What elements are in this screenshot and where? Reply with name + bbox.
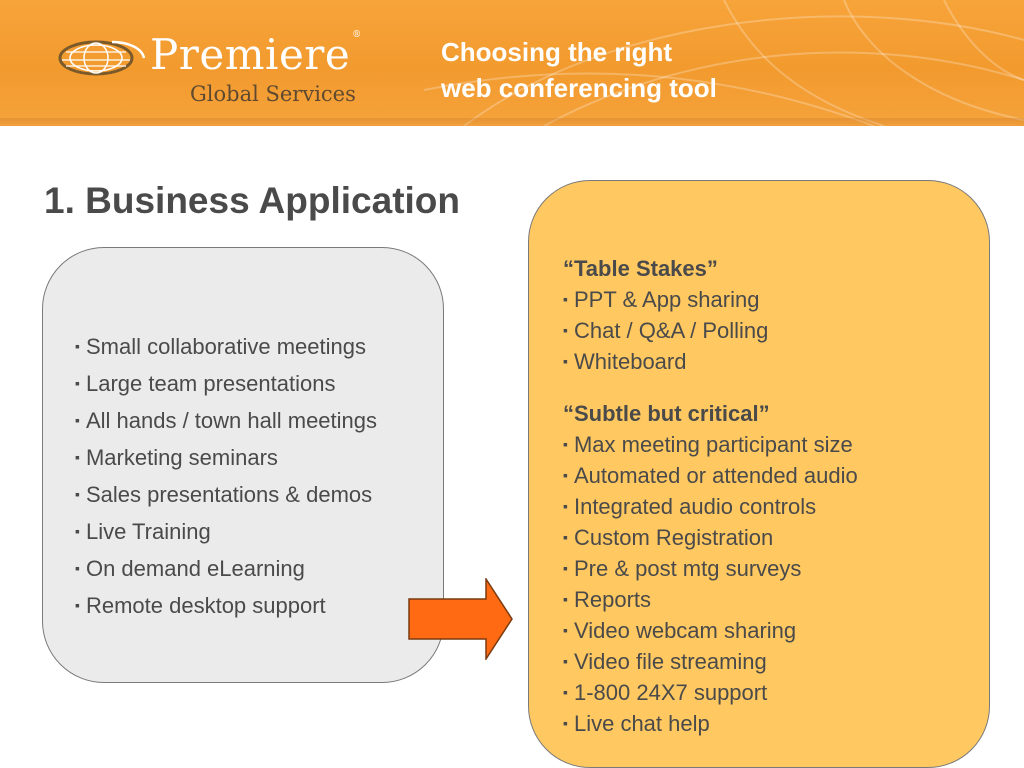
list-item: ▪Video webcam sharing bbox=[563, 618, 797, 643]
bullet-icon: ▪ bbox=[563, 467, 568, 483]
logo-wordmark: Premiere® bbox=[150, 30, 362, 79]
section-spacer bbox=[563, 377, 858, 398]
header-title-line-1: Choosing the right bbox=[441, 37, 673, 67]
list-item: ▪PPT & App sharing bbox=[563, 287, 760, 312]
list-item: ▪1-800 24X7 support bbox=[563, 680, 768, 705]
header-banner: Premiere® Global Services Choosing the r… bbox=[0, 0, 1024, 126]
bullet-icon: ▪ bbox=[563, 560, 568, 576]
bullet-icon: ▪ bbox=[75, 412, 80, 428]
bullet-icon: ▪ bbox=[563, 591, 568, 607]
list-item: ▪Large team presentations bbox=[75, 371, 336, 396]
table-stakes-list: ▪PPT & App sharing ▪Chat / Q&A / Polling… bbox=[563, 284, 858, 377]
bullet-icon: ▪ bbox=[563, 529, 568, 545]
list-item: ▪Whiteboard bbox=[563, 349, 687, 374]
list-item: ▪Max meeting participant size bbox=[563, 432, 853, 457]
list-item: ▪Pre & post mtg surveys bbox=[563, 556, 802, 581]
list-item: ▪Chat / Q&A / Polling bbox=[563, 318, 769, 343]
list-item: ▪Integrated audio controls bbox=[563, 494, 817, 519]
bullet-icon: ▪ bbox=[563, 436, 568, 452]
list-item: ▪Video file streaming bbox=[563, 649, 767, 674]
list-item: ▪Sales presentations & demos bbox=[75, 482, 373, 507]
list-item: ▪Live chat help bbox=[563, 711, 710, 736]
subtle-critical-list: ▪Max meeting participant size ▪Automated… bbox=[563, 429, 858, 739]
right-arrow-icon bbox=[408, 578, 513, 660]
header-shadow bbox=[0, 118, 1024, 126]
logo-tagline: Global Services bbox=[190, 82, 356, 106]
bullet-icon: ▪ bbox=[563, 715, 568, 731]
list-item: ▪Live Training bbox=[75, 519, 211, 544]
globe-lines-decoration bbox=[424, 0, 1024, 126]
bullet-icon: ▪ bbox=[75, 597, 80, 613]
feature-content: “Table Stakes” ▪PPT & App sharing ▪Chat … bbox=[563, 253, 858, 739]
bullet-icon: ▪ bbox=[563, 322, 568, 338]
bullet-icon: ▪ bbox=[75, 375, 80, 391]
list-item: ▪Small collaborative meetings bbox=[75, 334, 366, 359]
bullet-icon: ▪ bbox=[75, 523, 80, 539]
list-item: ▪Custom Registration bbox=[563, 525, 774, 550]
list-item: ▪Remote desktop support bbox=[75, 593, 326, 618]
bullet-icon: ▪ bbox=[75, 486, 80, 502]
bullet-icon: ▪ bbox=[563, 498, 568, 514]
table-stakes-heading: “Table Stakes” bbox=[563, 256, 718, 281]
bullet-icon: ▪ bbox=[563, 353, 568, 369]
use-case-list: ▪Small collaborative meetings ▪Large tea… bbox=[75, 328, 377, 624]
slide-title: 1. Business Application bbox=[44, 180, 460, 221]
bullet-icon: ▪ bbox=[75, 449, 80, 465]
bullet-icon: ▪ bbox=[563, 622, 568, 638]
list-item: ▪All hands / town hall meetings bbox=[75, 408, 378, 433]
bullet-icon: ▪ bbox=[563, 684, 568, 700]
list-item: ▪On demand eLearning bbox=[75, 556, 305, 581]
use-case-panel: ▪Small collaborative meetings ▪Large tea… bbox=[42, 247, 444, 683]
premiere-logo: Premiere® Global Services bbox=[56, 30, 376, 108]
list-item: ▪Marketing seminars bbox=[75, 445, 278, 470]
feature-panel: “Table Stakes” ▪PPT & App sharing ▪Chat … bbox=[528, 180, 990, 768]
globe-swoosh-icon bbox=[58, 40, 146, 76]
header-title: Choosing the right web conferencing tool bbox=[441, 34, 717, 106]
bullet-icon: ▪ bbox=[563, 653, 568, 669]
list-item: ▪Reports bbox=[563, 587, 652, 612]
bullet-icon: ▪ bbox=[75, 560, 80, 576]
bullet-icon: ▪ bbox=[75, 338, 80, 354]
subtle-critical-heading: “Subtle but critical” bbox=[563, 401, 770, 426]
bullet-icon: ▪ bbox=[563, 291, 568, 307]
header-title-line-2: web conferencing tool bbox=[441, 73, 717, 103]
list-item: ▪Automated or attended audio bbox=[563, 463, 858, 488]
